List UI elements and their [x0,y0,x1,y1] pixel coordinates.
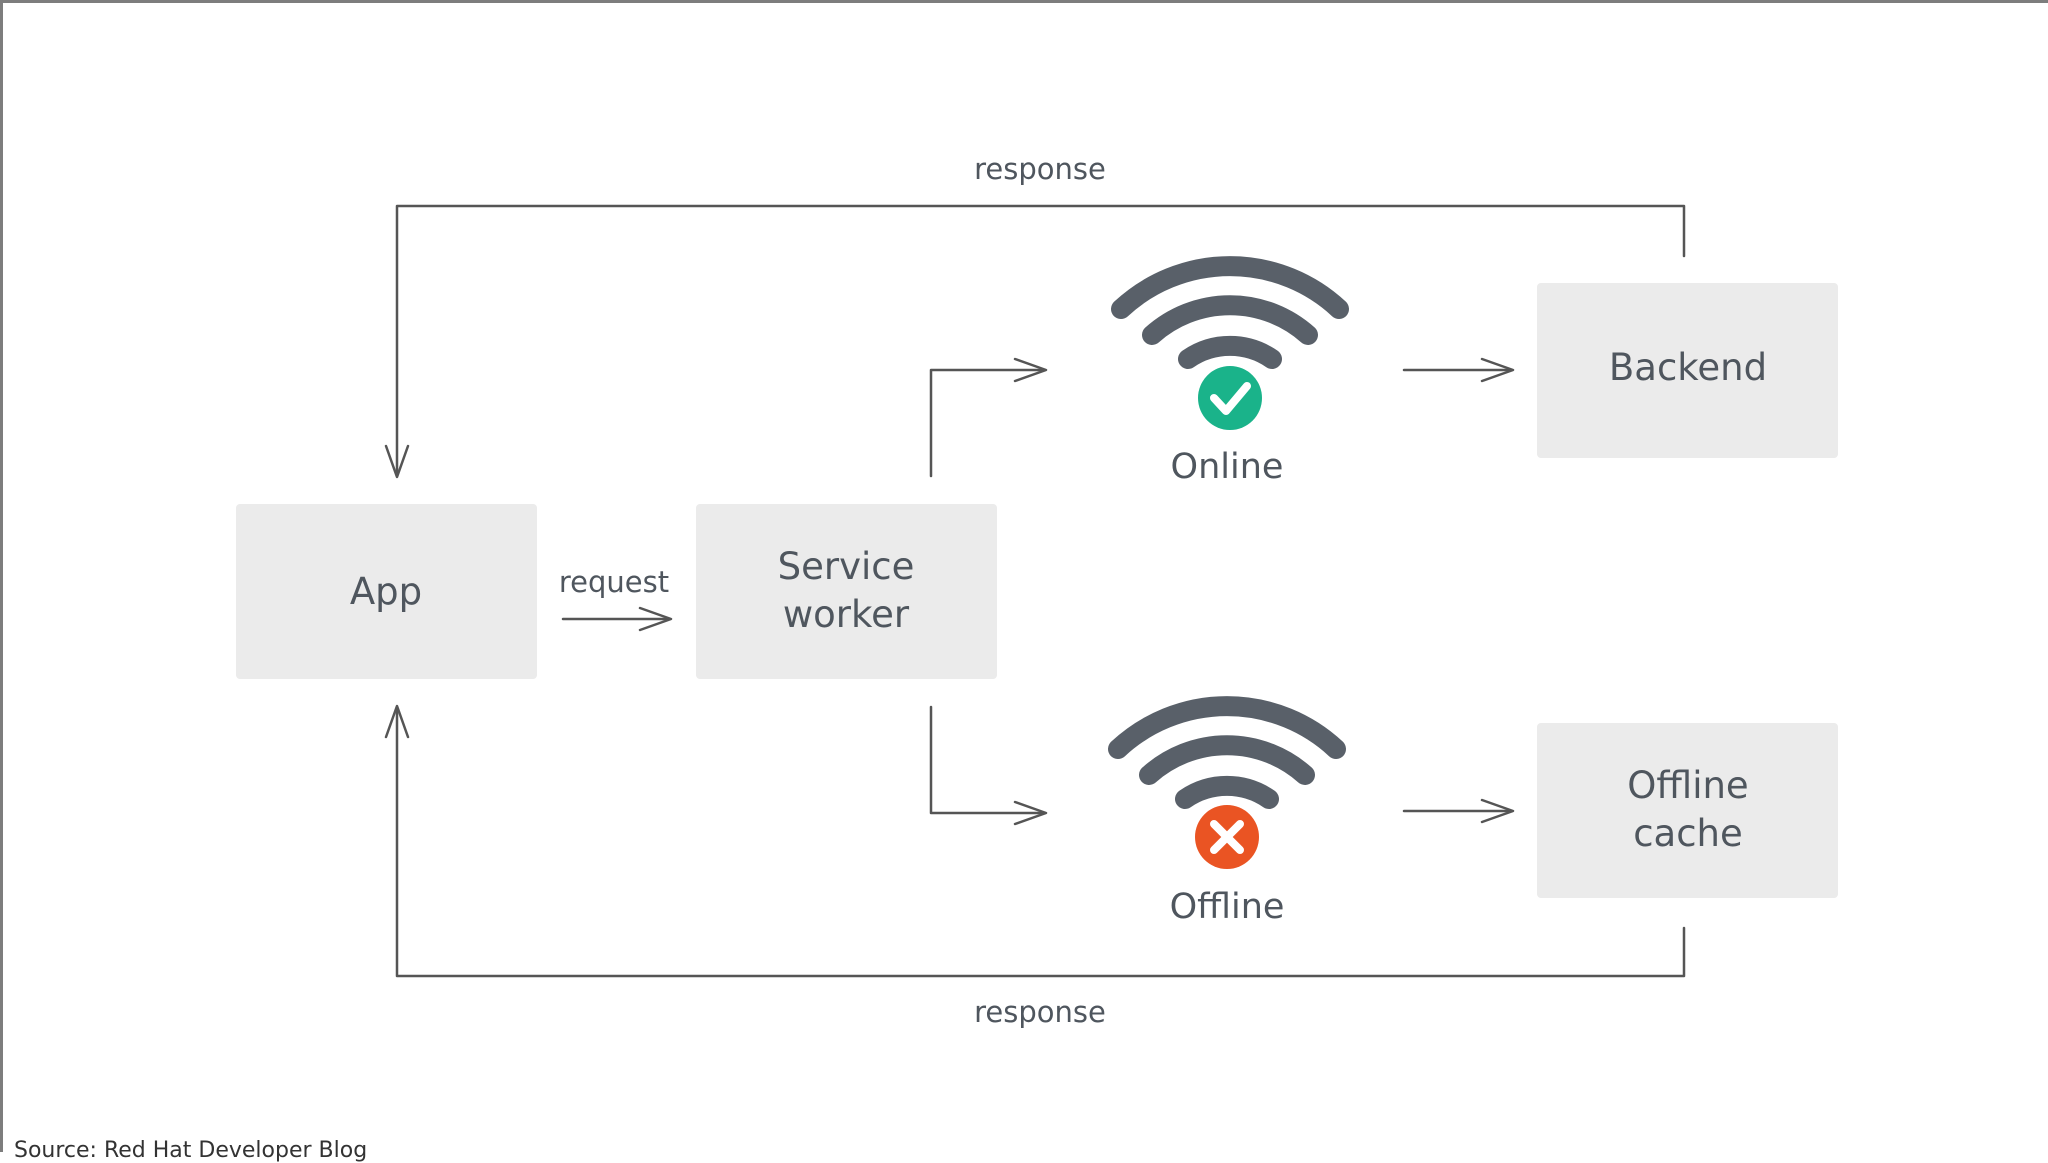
wifi-x-icon [1108,696,1346,869]
offline-branch-arrow [929,705,1048,826]
app-box: App [236,504,537,679]
response-bottom-arrow [384,704,1686,978]
offline-to-cache-arrow [1402,798,1515,824]
request-arrow [561,606,673,632]
response-bottom-label: response [974,995,1106,1029]
app-label: App [350,570,422,613]
response-top-label: response [974,152,1106,186]
online-branch-arrow [929,357,1048,478]
request-label: request [559,565,669,599]
service-worker-label-line2: worker [783,593,910,636]
online-label: Online [1171,447,1284,487]
offline-cache-box: Offline cache [1537,723,1838,898]
service-worker-label-line1: Service [778,545,915,588]
backend-box: Backend [1537,283,1838,458]
backend-label: Backend [1609,346,1767,389]
offline-cache-label-line2: cache [1633,812,1743,855]
wifi-check-icon [1111,256,1349,430]
source-caption: Source: Red Hat Developer Blog [14,1138,368,1163]
online-to-backend-arrow [1402,357,1515,383]
response-top-arrow [384,204,1686,479]
offline-label: Offline [1170,887,1285,927]
offline-cache-label-line1: Offline [1627,764,1748,807]
check-badge-icon [1198,366,1262,430]
service-worker-box: Service worker [696,504,997,679]
